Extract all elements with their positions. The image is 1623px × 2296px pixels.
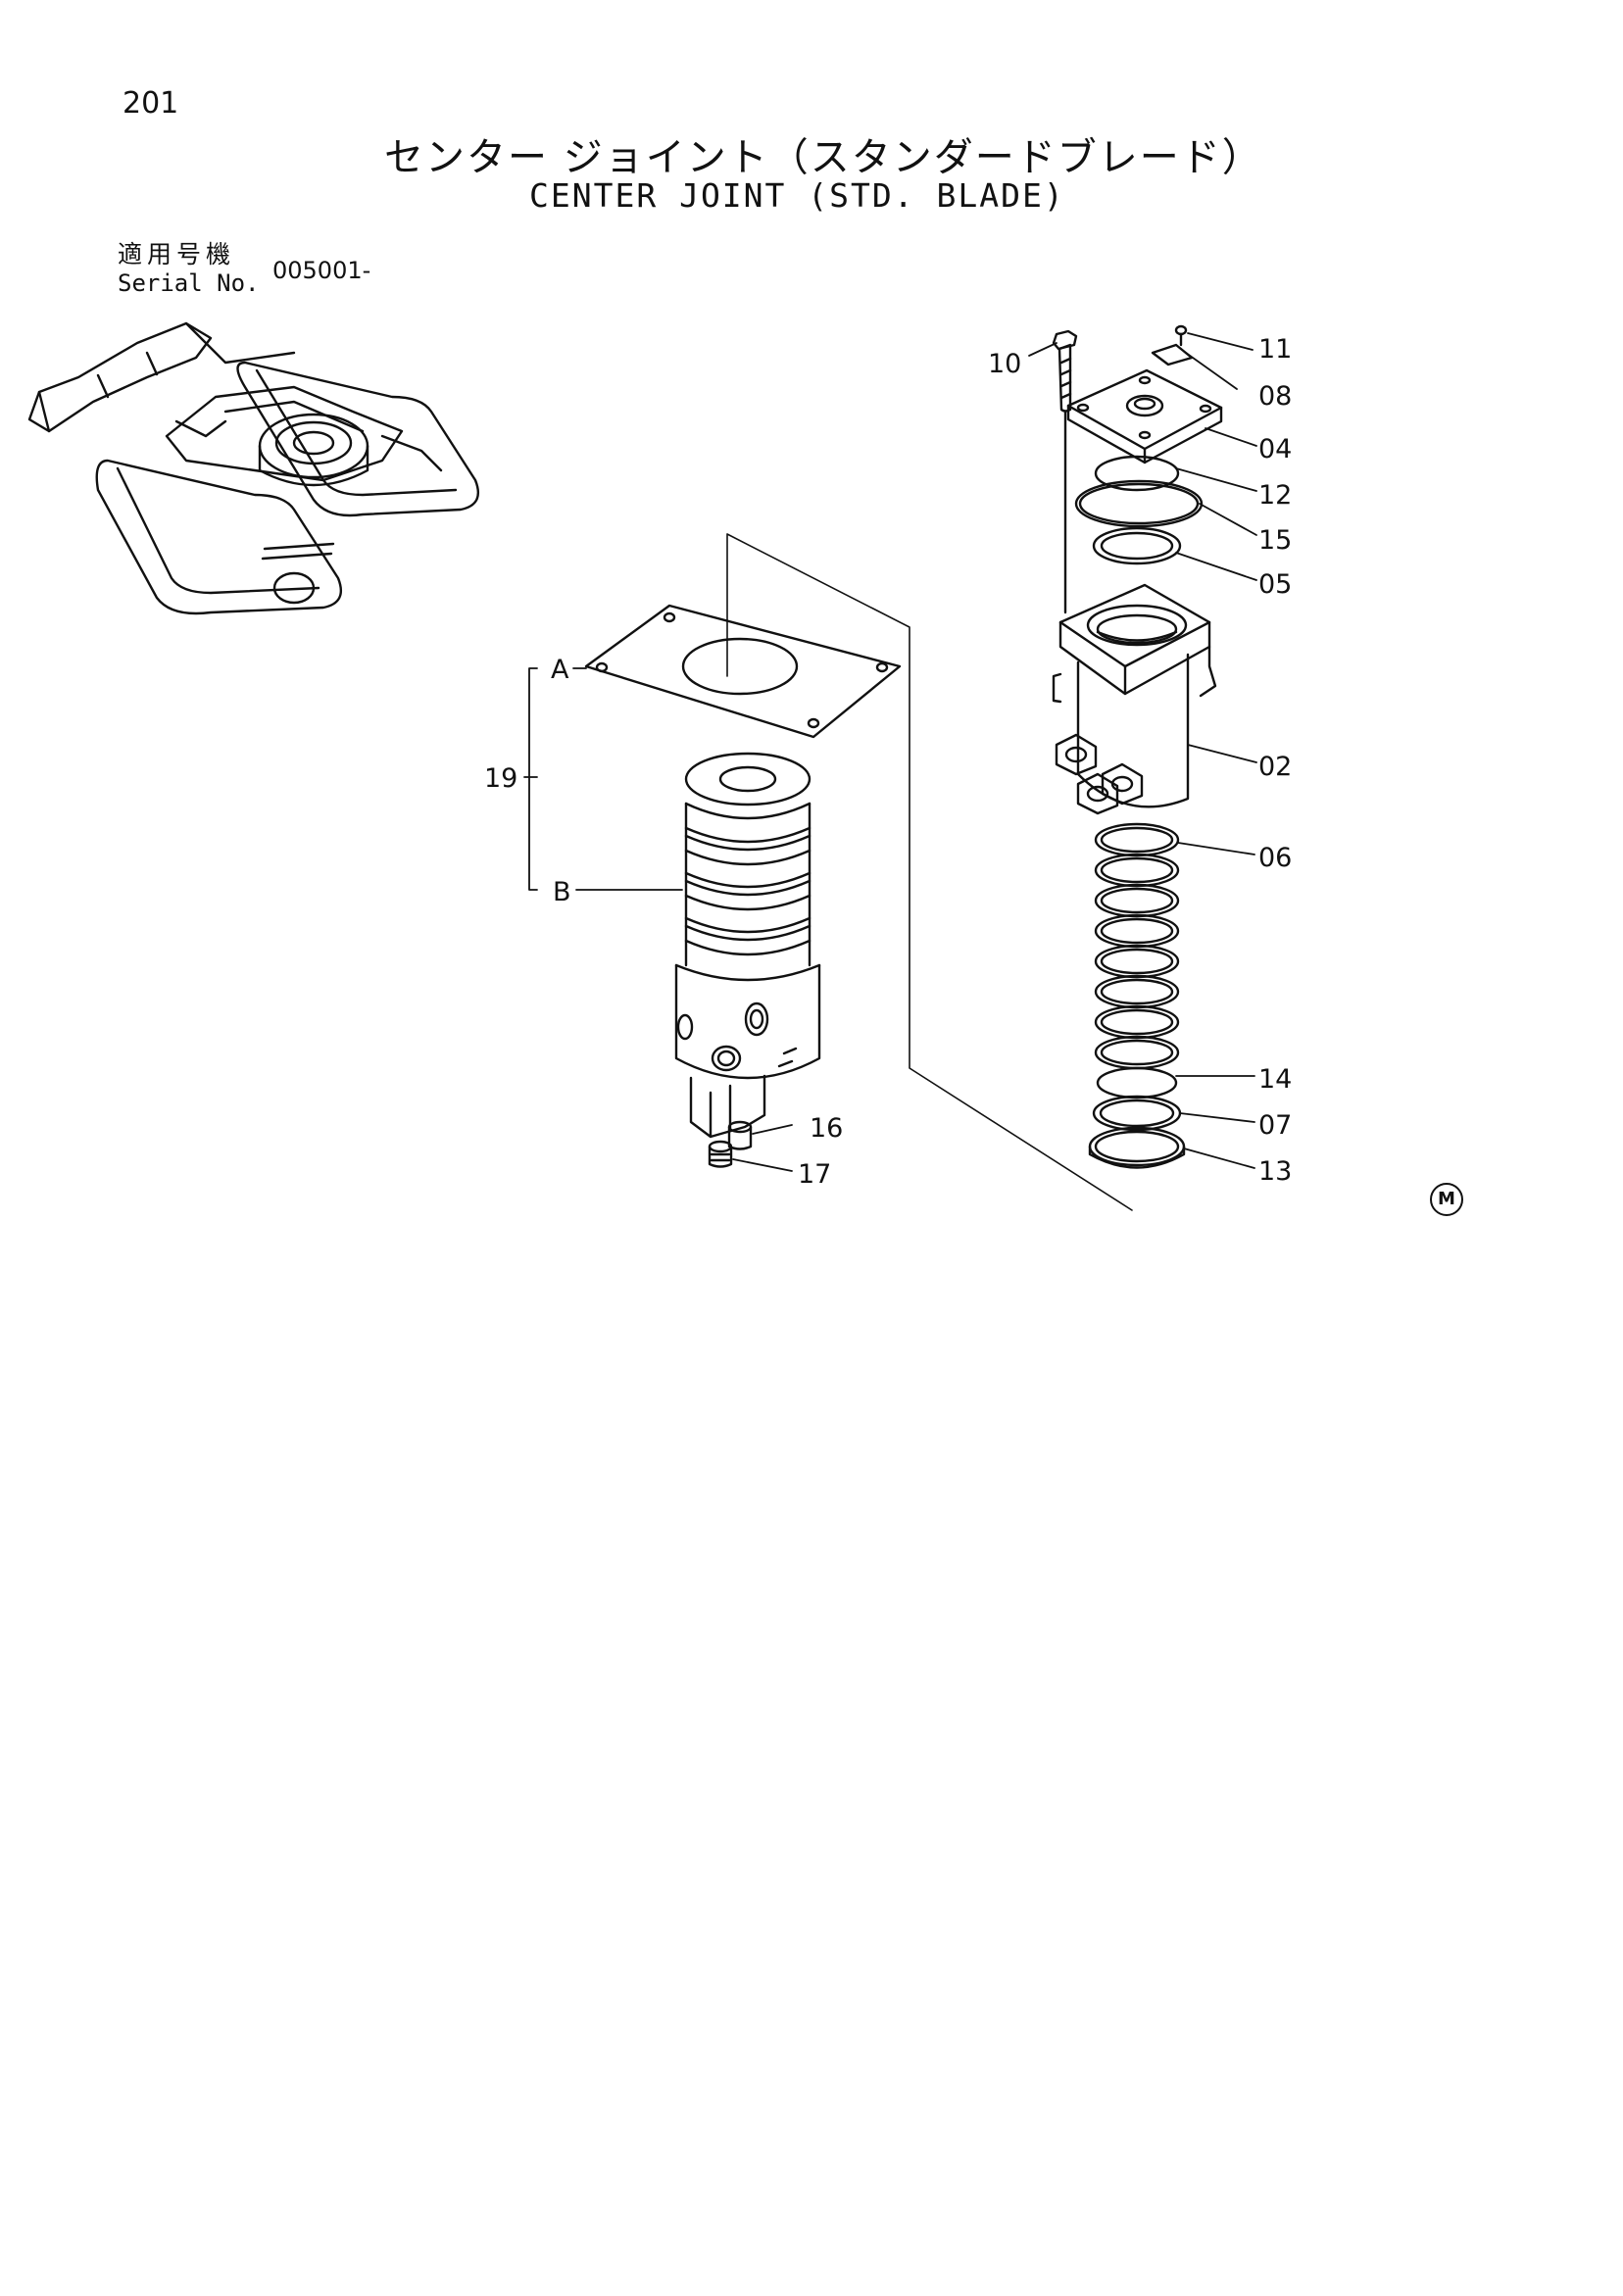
m-mark-symbol: M <box>1430 1183 1463 1216</box>
page-number: 201 <box>123 86 179 121</box>
title-japanese: センター ジョイント（スタンダードブレード） <box>384 135 1263 180</box>
callout-19: 19 <box>484 763 517 794</box>
serial-number-value: 005001- <box>272 257 371 284</box>
machine-location-sketch <box>27 321 480 615</box>
callout-14: 14 <box>1258 1064 1292 1095</box>
callout-A: A <box>551 655 569 685</box>
leader-lines <box>523 332 1257 1172</box>
serial-label-japanese: 適用号機 <box>118 240 236 269</box>
callout-05: 05 <box>1258 569 1292 600</box>
assembly-chain-line <box>726 533 1133 1211</box>
callout-11: 11 <box>1258 334 1292 365</box>
callout-12: 12 <box>1258 480 1292 511</box>
title-english: CENTER JOINT (STD. BLADE) <box>529 176 1065 215</box>
center-joint-body-assembly <box>1052 324 1223 1169</box>
callout-16: 16 <box>810 1113 843 1144</box>
serial-label-english: Serial No. <box>118 269 260 297</box>
callout-15: 15 <box>1258 525 1292 556</box>
callout-04: 04 <box>1258 434 1292 464</box>
callout-B: B <box>553 877 571 907</box>
callout-10: 10 <box>988 349 1021 379</box>
callout-17: 17 <box>798 1159 831 1190</box>
callout-08: 08 <box>1258 381 1292 412</box>
spindle-assembly <box>584 604 902 1168</box>
callout-13: 13 <box>1258 1156 1292 1187</box>
callout-02: 02 <box>1258 752 1292 782</box>
callout-07: 07 <box>1258 1110 1292 1141</box>
callout-06: 06 <box>1258 843 1292 873</box>
